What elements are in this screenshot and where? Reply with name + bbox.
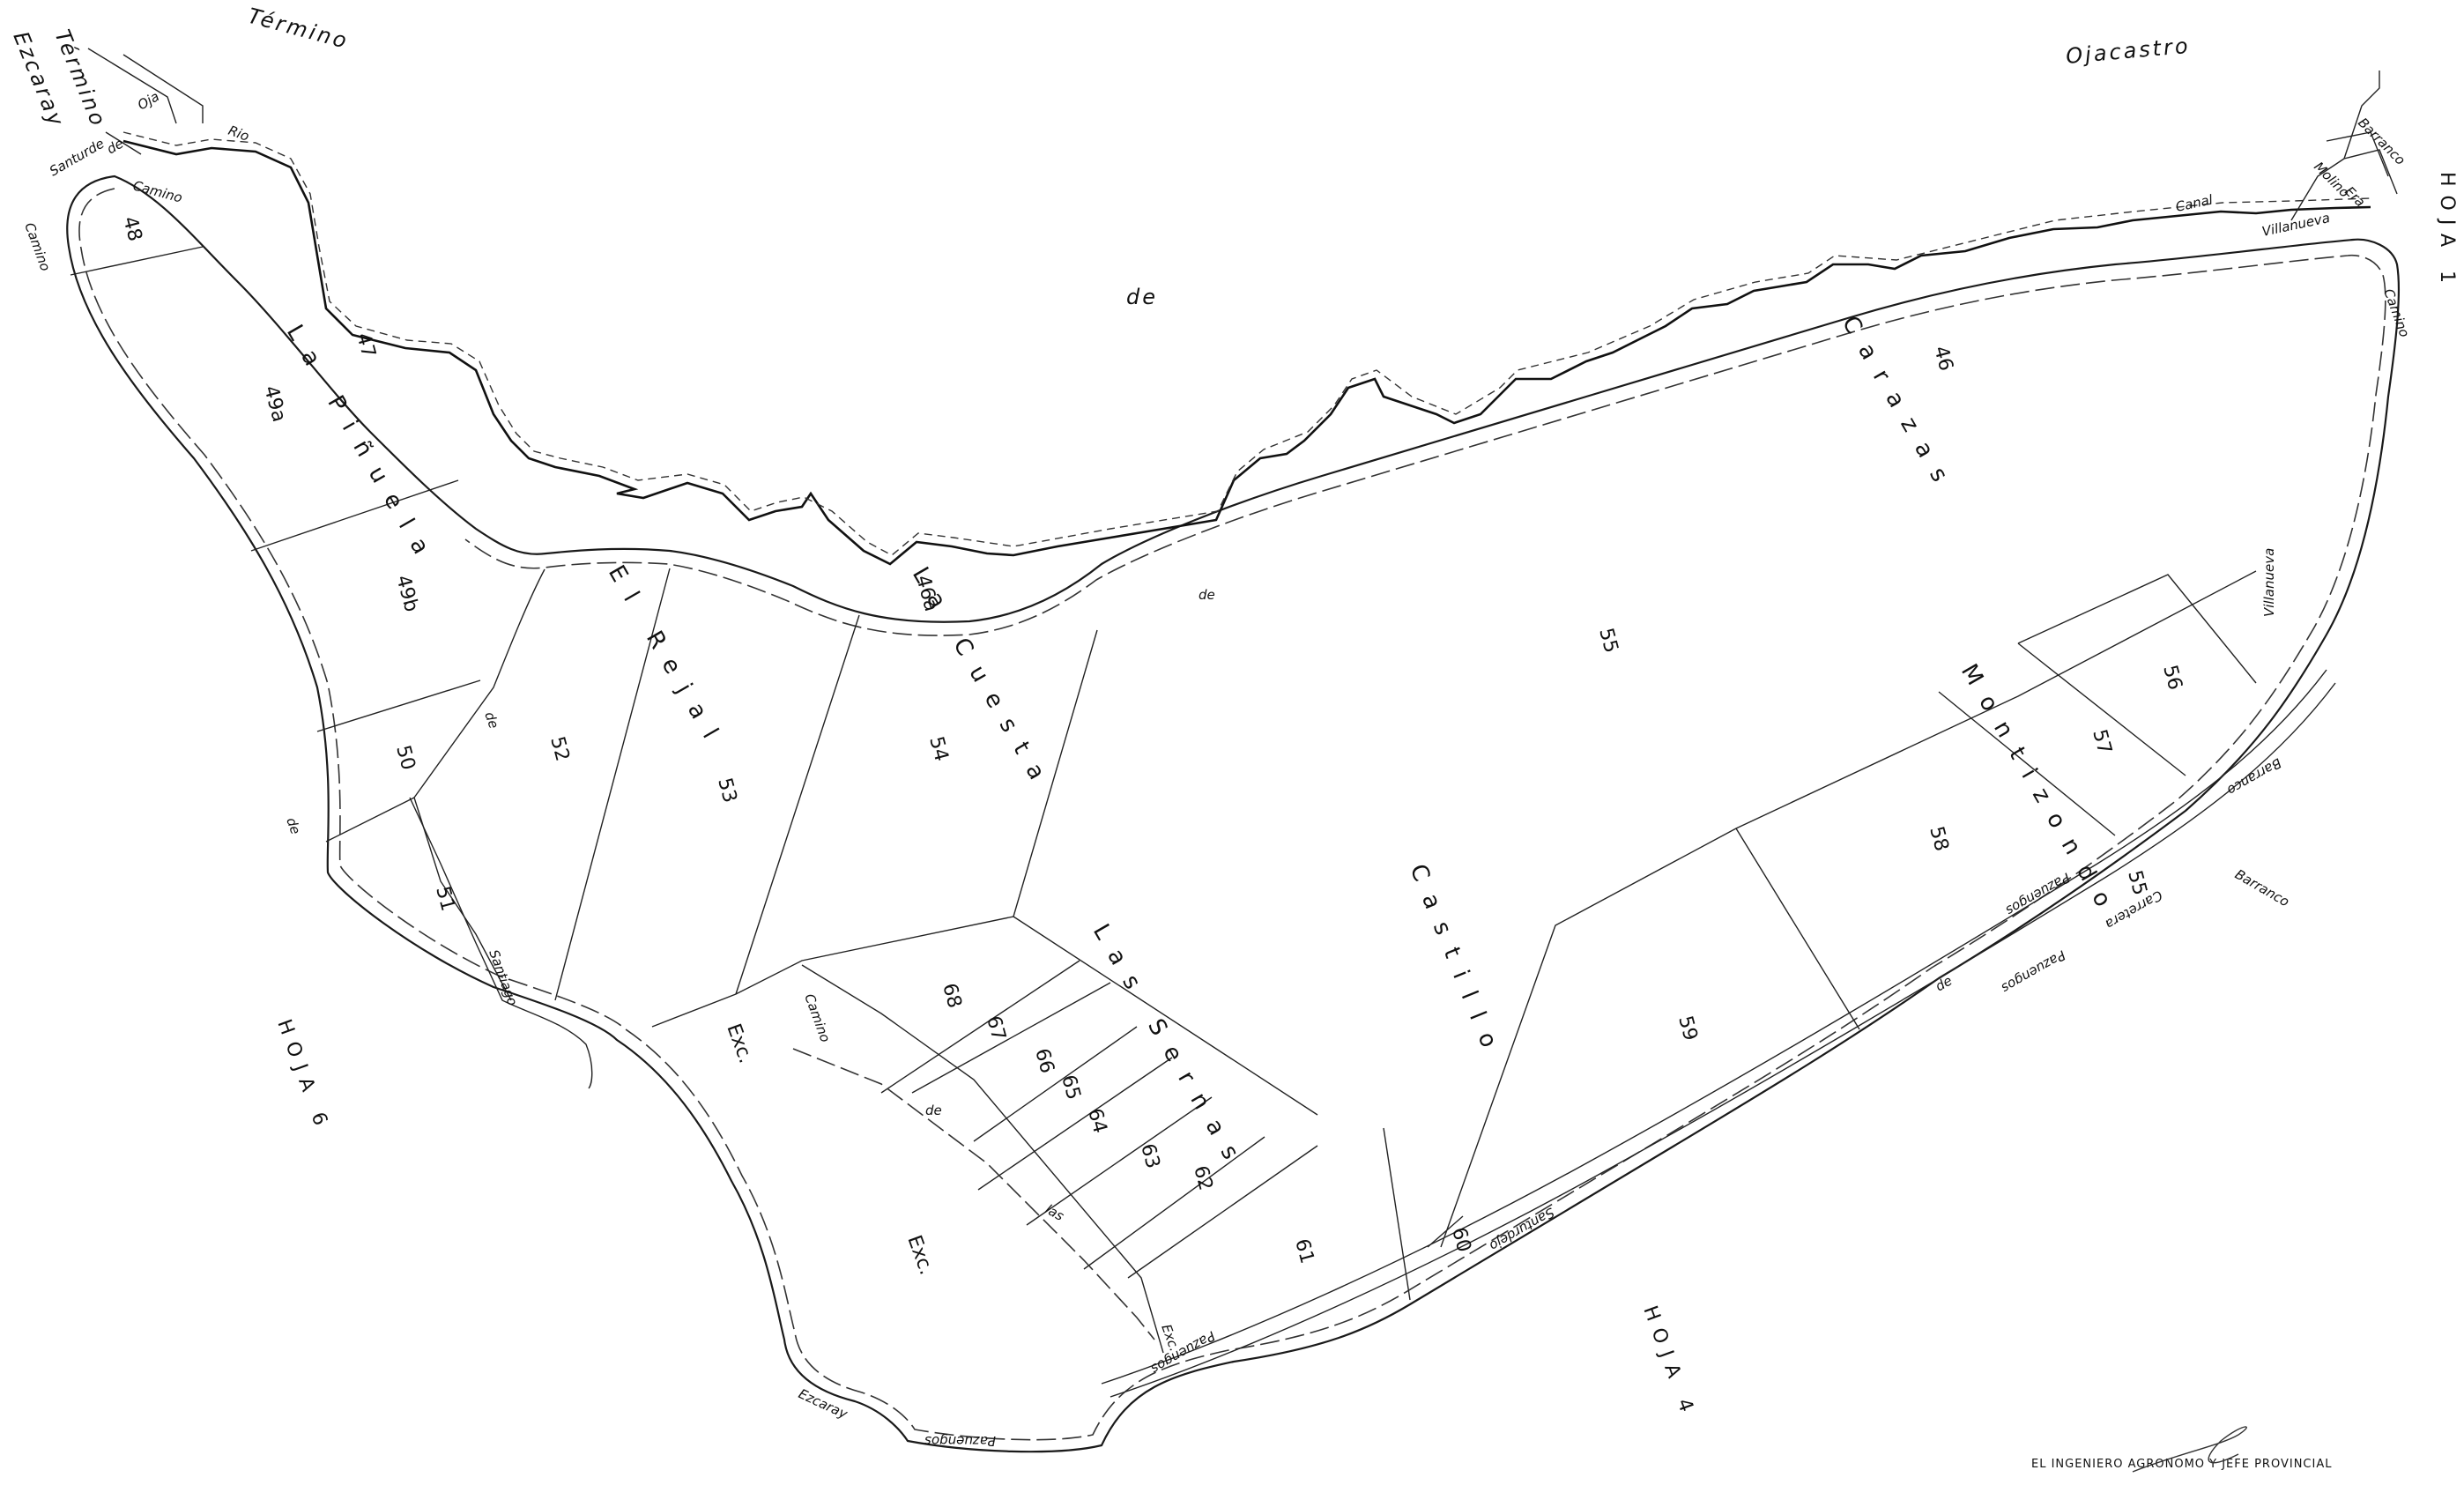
divider [413, 568, 545, 798]
signature-scribble [2132, 1426, 2247, 1473]
parcel-58: 58 [1925, 824, 1952, 854]
divider [1127, 1145, 1318, 1279]
divider [880, 960, 1080, 1094]
divider [735, 614, 860, 995]
divider [1735, 828, 1860, 1030]
divider [325, 797, 512, 1001]
term-top-label: Término [245, 4, 352, 54]
road-villanueva-2: Villanueva [2261, 548, 2277, 617]
parcel-exc-1: Exc. [722, 1021, 756, 1066]
road-de-1: de [104, 136, 126, 158]
road-band [1101, 669, 2327, 1385]
place-carazas: Carazas [1837, 312, 1961, 501]
parcel-63: 63 [1136, 1141, 1163, 1171]
road-barranco-2: Barranco [2232, 866, 2292, 910]
road-de-4: de [481, 709, 501, 731]
road-band-2 [1110, 682, 2336, 1398]
de-top-label: de [1126, 285, 1158, 309]
parcel-64: 64 [1083, 1106, 1110, 1136]
divider [250, 479, 459, 552]
ojacastro-label: Ojacastro [2065, 33, 2192, 69]
road-camino-mid: Camino [801, 991, 833, 1044]
road-ezcaray: Ezcaray [796, 1385, 850, 1422]
river-line-dashed [122, 131, 2371, 556]
hoja-6-label: HOJA 6 [272, 1017, 334, 1137]
place-las-sernas: Las Sernas [1087, 920, 1251, 1178]
road-santiago: Santiago [486, 947, 521, 1007]
parcel-52: 52 [545, 734, 573, 764]
parcel-48: 48 [118, 214, 145, 244]
parcel-46: 46 [1929, 344, 1956, 374]
divider [1427, 1215, 1464, 1248]
divider [1938, 691, 2116, 836]
parcel-53: 53 [713, 776, 740, 806]
place-el-rejal: El Rejal [603, 561, 731, 757]
road-las: las [1043, 1201, 1066, 1224]
parcel-51: 51 [431, 884, 458, 914]
divider [911, 982, 1111, 1094]
parcel-exc-2: Exc. [902, 1233, 937, 1278]
parcel-54: 54 [924, 734, 952, 764]
divider [554, 568, 671, 1001]
divider [1026, 1096, 1213, 1226]
road-santurde-top: Santurde [47, 136, 107, 180]
divider [70, 246, 204, 276]
outer-boundary-dashed [78, 188, 2386, 1441]
parcel-49b: 49b [391, 573, 422, 614]
place-castillo: Castillo [1405, 860, 1508, 1065]
settlement-lines [2290, 71, 2398, 221]
road-de-6: de [1933, 973, 1955, 995]
road-de-3: de [283, 815, 303, 836]
divider [973, 1026, 1138, 1142]
road-pazuengos-4: Pazuengos [1999, 947, 2068, 997]
hoja-1-label: HOJA 1 [2436, 172, 2458, 292]
hoja-4-label: HOJA 4 [1638, 1303, 1700, 1423]
divider [316, 679, 481, 732]
parcel-68: 68 [938, 981, 965, 1011]
road-barranco-1: Barranco [2224, 755, 2284, 799]
parcel-59: 59 [1674, 1014, 1701, 1043]
divider [1013, 916, 1318, 1116]
divider [1083, 1136, 1265, 1270]
parcel-65: 65 [1057, 1073, 1084, 1103]
parcel-67: 67 [982, 1014, 1009, 1043]
inner-camino [792, 1048, 1155, 1340]
road-villanueva: Villanueva [2260, 210, 2331, 240]
parcel-61: 61 [1290, 1236, 1317, 1266]
divider [977, 1057, 1173, 1191]
parcel-66: 66 [1030, 1046, 1058, 1076]
parcel-55: 55 [1594, 626, 1622, 656]
parcel-49a: 49a [259, 383, 290, 425]
outer-boundary [66, 174, 2401, 1453]
road-camino-left: Camino [21, 220, 53, 273]
river-line [122, 139, 2371, 566]
road-de-2: de [925, 1103, 942, 1118]
road-pazuengos-1: Pazuengos [924, 1433, 996, 1449]
parcel-60: 60 [1447, 1225, 1474, 1255]
parcel-47: 47 [352, 330, 379, 360]
road-canal: Canal [2174, 191, 2215, 215]
top-left-lines [87, 48, 204, 155]
road-oja: Oja [135, 88, 162, 113]
divider [651, 629, 1098, 1028]
road-de-5: de [1199, 587, 1215, 603]
divider [1383, 1127, 1411, 1301]
divider [2017, 574, 2257, 684]
road-pazuengos-3: Pazuengos [2003, 870, 2073, 919]
divider [2017, 642, 2186, 776]
footer-signature-text: EL INGENIERO AGRONOMO Y JEFE PROVINCIAL [2031, 1458, 2332, 1471]
divider [801, 964, 1164, 1354]
parcel-50: 50 [391, 743, 419, 773]
parcel-57: 57 [2088, 727, 2115, 757]
santiago-road [409, 797, 593, 1089]
parcel-56: 56 [2158, 663, 2186, 693]
